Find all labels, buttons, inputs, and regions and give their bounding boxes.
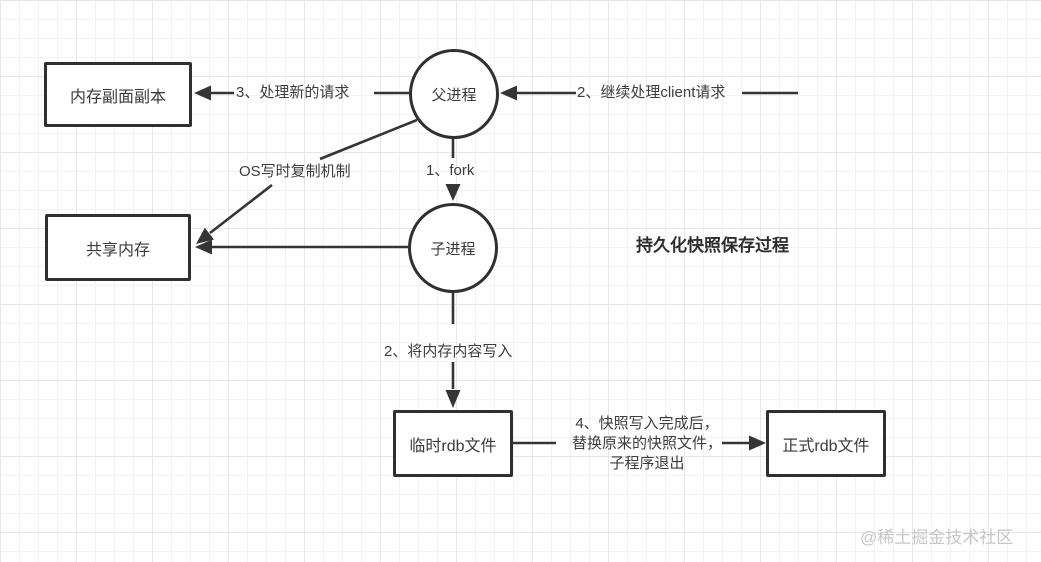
watermark-text: @稀土掘金技术社区 [860, 528, 1014, 547]
arrow-continue-client [500, 85, 798, 101]
node-memory-copy-label: 内存副面副本 [69, 88, 166, 106]
edge-label-fork: 1、fork [426, 162, 475, 179]
node-temp-rdb-file: 临时rdb文件 [393, 410, 513, 477]
arrow-write-memory [445, 293, 461, 408]
node-child-process-label: 子进程 [430, 240, 476, 258]
edge-label-replace-line3: 子程序退出 [609, 455, 685, 472]
edge-label-write-memory: 2、将内存内容写入 [384, 343, 513, 360]
edge-label-replace-line1: 4、快照写入完成后， [575, 415, 719, 432]
arrow-copy-on-write [196, 118, 418, 244]
node-shared-memory-label: 共享内存 [85, 241, 150, 259]
node-child-process: 子进程 [408, 203, 498, 293]
arrow-handle-new-requests [194, 85, 409, 101]
node-formal-rdb-file: 正式rdb文件 [766, 410, 886, 477]
arrow-replace-snapshot [513, 435, 766, 451]
node-parent-process: 父进程 [409, 49, 499, 139]
node-memory-copy: 内存副面副本 [44, 62, 192, 127]
edge-label-handle-new-requests: 3、处理新的请求 [236, 84, 350, 101]
node-temp-rdb-file-label: 临时rdb文件 [409, 437, 497, 455]
diagram-title: 持久化快照保存过程 [636, 236, 789, 255]
node-parent-process-label: 父进程 [431, 86, 477, 104]
edge-label-continue-client: 2、继续处理client请求 [577, 84, 726, 101]
node-shared-memory: 共享内存 [45, 214, 191, 281]
edge-label-copy-on-write: OS写时复制机制 [239, 163, 351, 180]
edge-label-replace-line2: 替换原来的快照文件， [571, 435, 722, 452]
edge-label-replace-snapshot: 4、快照写入完成后， 替换原来的快照文件， 子程序退出 [543, 414, 751, 474]
arrow-child-shared-memory [195, 239, 408, 255]
node-formal-rdb-file-label: 正式rdb文件 [782, 437, 870, 455]
arrow-fork [445, 139, 461, 201]
